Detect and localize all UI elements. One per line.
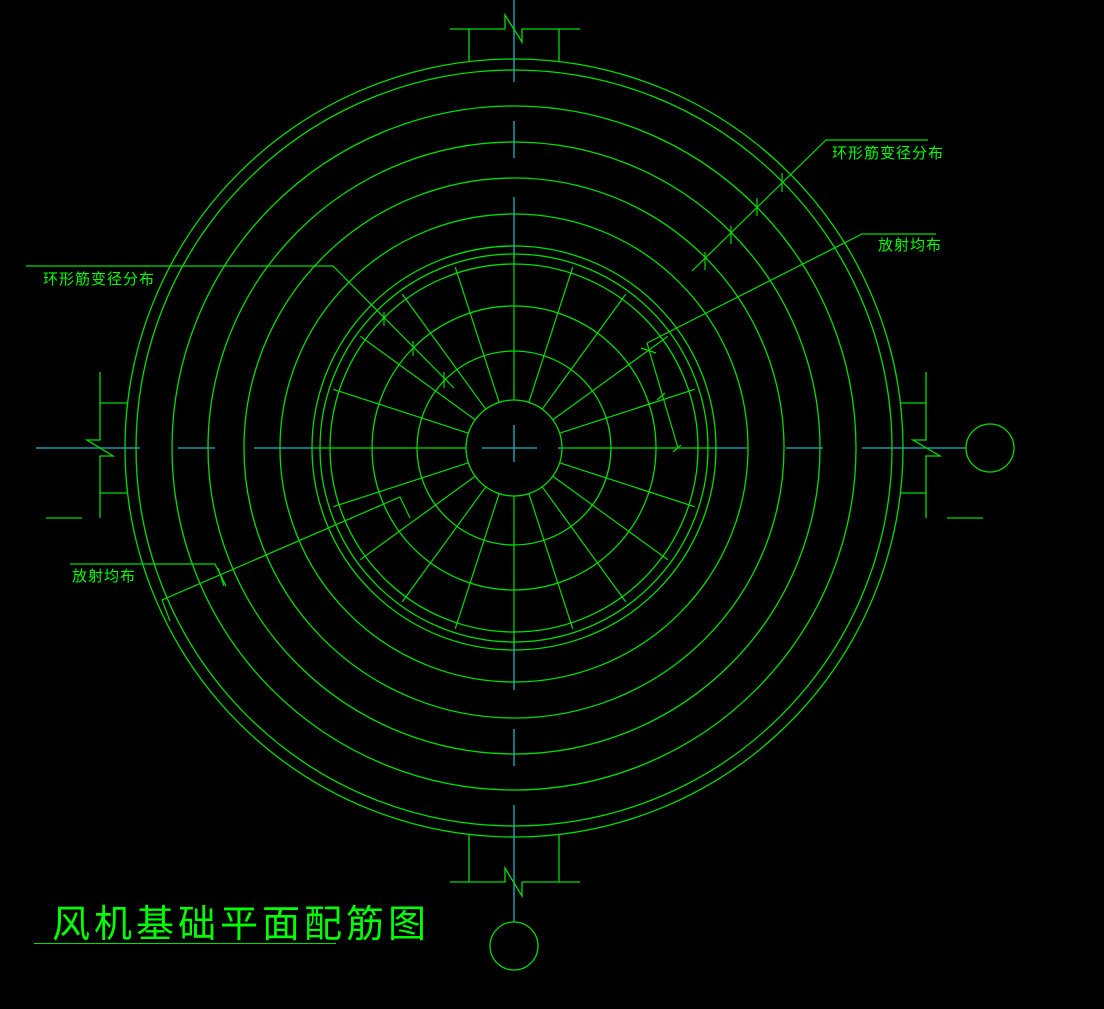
rebar-ring <box>171 105 857 791</box>
radial-spoke <box>401 293 487 410</box>
axis-centerlines <box>36 0 966 922</box>
title-underline <box>34 943 336 944</box>
radial-rebar-spokes <box>333 267 695 629</box>
radial-spoke <box>359 335 476 421</box>
right-axis-bubble <box>965 423 1015 473</box>
radial-spoke <box>401 486 487 603</box>
radial-spoke <box>528 493 574 629</box>
axis-spokes <box>312 252 715 646</box>
radial-spoke <box>333 462 469 508</box>
radial-spoke <box>552 475 669 561</box>
ring-rebar-label-left: 环形筋变径分布 <box>43 270 156 288</box>
radial-rebar-label-right: 放射均布 <box>878 236 943 254</box>
radial-spoke <box>333 388 469 434</box>
radial-spoke <box>541 293 627 410</box>
drawing-title: 风机基础平面配筋图 <box>52 902 431 946</box>
radial-spoke <box>454 267 500 403</box>
ring-rebar-label-top-right: 环形筋变径分布 <box>832 144 945 162</box>
rebar-ring <box>243 177 785 719</box>
radial-spoke <box>454 493 500 629</box>
radial-spoke <box>359 475 476 561</box>
leader-lines <box>26 139 936 622</box>
break-lines <box>46 12 983 899</box>
radial-rebar-label-left: 放射均布 <box>72 567 137 585</box>
radial-spoke <box>541 486 627 603</box>
radial-spoke <box>559 462 695 508</box>
bottom-axis-bubble <box>489 921 539 971</box>
radial-spoke <box>528 267 574 403</box>
radial-spoke <box>559 388 695 434</box>
